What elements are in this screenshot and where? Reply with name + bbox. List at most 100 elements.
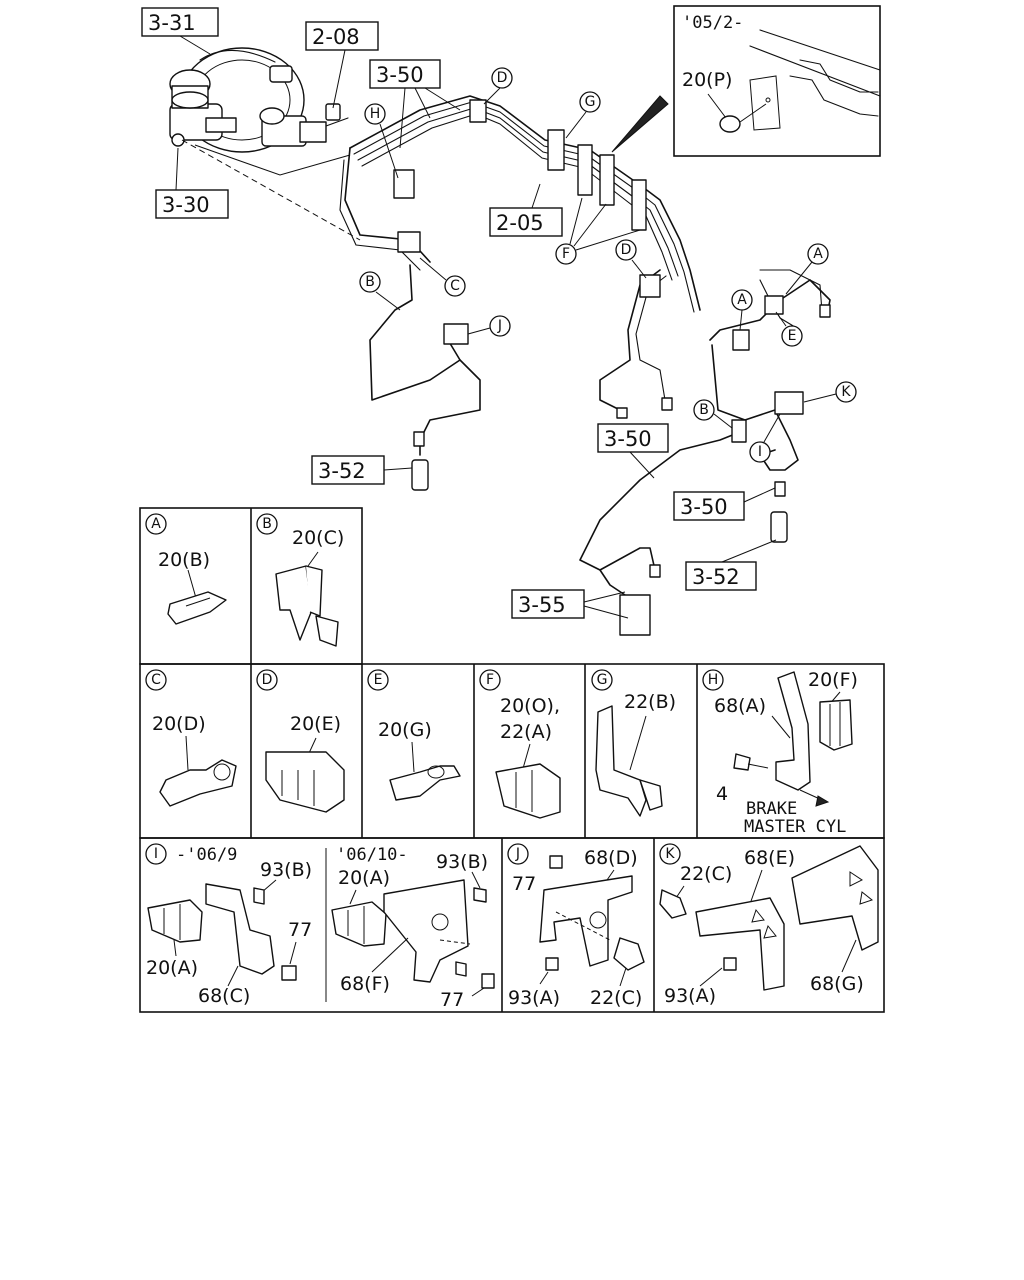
callout-b-right: B — [693, 399, 733, 429]
ref-box-2-05: 2-05 — [489, 183, 563, 237]
callout-d-top: D — [483, 67, 513, 105]
svg-text:77: 77 — [512, 873, 536, 895]
callout-e: E — [775, 311, 803, 347]
svg-text:B: B — [699, 402, 709, 418]
svg-text:D: D — [262, 672, 273, 688]
svg-text:K: K — [665, 846, 675, 862]
svg-text:3-50: 3-50 — [376, 63, 424, 87]
inset-2005-detail: '05/2- 20(P) — [611, 5, 881, 157]
svg-text:F: F — [486, 672, 494, 688]
ref-box-3-31: 3-31 — [141, 7, 219, 55]
svg-text:68(F): 68(F) — [340, 973, 390, 995]
callout-g: G — [565, 91, 601, 139]
svg-text:2-08: 2-08 — [312, 25, 360, 49]
svg-text:'06/10-: '06/10- — [336, 845, 408, 865]
svg-text:C: C — [450, 278, 460, 294]
detail-f: F 20(O), 22(A) — [479, 669, 561, 819]
svg-text:K: K — [841, 384, 851, 400]
svg-text:MASTER CYL: MASTER CYL — [744, 817, 846, 837]
svg-text:3-30: 3-30 — [162, 193, 210, 217]
ref-box-3-50-right: 3-50 — [673, 487, 776, 521]
svg-text:3-50: 3-50 — [604, 427, 652, 451]
svg-text:20(G): 20(G) — [378, 719, 432, 741]
callout-h: H — [364, 103, 399, 179]
detail-k: K 22(C) 68(E) 93(A) 68(G) — [659, 843, 879, 1007]
svg-text:93(B): 93(B) — [436, 851, 488, 873]
svg-text:A: A — [151, 516, 161, 532]
svg-text:BRAKE: BRAKE — [746, 799, 797, 819]
svg-text:20(B): 20(B) — [158, 549, 210, 571]
svg-text:93(B): 93(B) — [260, 859, 312, 881]
svg-text:68(C): 68(C) — [198, 985, 250, 1007]
valve-assembly — [259, 103, 349, 147]
svg-text:E: E — [788, 328, 797, 344]
ref-box-3-30: 3-30 — [155, 147, 229, 219]
svg-text:4: 4 — [716, 783, 728, 805]
ref-box-3-50-top: 3-50 — [369, 59, 461, 149]
ref-box-3-55: 3-55 — [511, 589, 629, 619]
svg-text:68(E): 68(E) — [744, 847, 795, 869]
callout-a-mid: A — [731, 289, 753, 331]
callout-a-top: A — [785, 243, 829, 295]
svg-text:20(A): 20(A) — [146, 957, 198, 979]
ref-box-3-52-right: 3-52 — [685, 539, 777, 591]
detail-h: H 68(A) 20(F) 4 BRAKE MASTER CYL — [702, 669, 858, 837]
main-assembly-drawing: 3-31 2-08 3-50 3-30 2-05 3-52 — [141, 5, 881, 636]
svg-text:3-52: 3-52 — [692, 565, 740, 589]
svg-text:22(B): 22(B) — [624, 691, 676, 713]
detail-j: J 77 68(D) 93(A) 22(C) — [507, 843, 645, 1009]
svg-text:20(C): 20(C) — [292, 527, 344, 549]
svg-text:3-50: 3-50 — [680, 495, 728, 519]
svg-text:'05/2-: '05/2- — [682, 13, 743, 33]
detail-d: D 20(E) — [256, 669, 345, 813]
svg-text:2-05: 2-05 — [496, 211, 544, 235]
svg-text:D: D — [621, 242, 632, 258]
svg-text:22(A): 22(A) — [500, 721, 552, 743]
svg-text:C: C — [151, 672, 161, 688]
svg-text:20(E): 20(E) — [290, 713, 341, 735]
svg-text:3-52: 3-52 — [318, 459, 366, 483]
svg-text:20(A): 20(A) — [338, 867, 390, 889]
svg-text:G: G — [585, 94, 596, 110]
svg-text:22(C): 22(C) — [680, 863, 732, 885]
callout-c: C — [419, 257, 466, 297]
detail-i: I -'06/9 93(B) 77 20(A) 68(C) '06/10- 20… — [145, 843, 495, 1011]
svg-text:H: H — [370, 106, 381, 122]
svg-text:J: J — [515, 846, 520, 862]
svg-text:G: G — [597, 672, 608, 688]
svg-text:93(A): 93(A) — [508, 987, 560, 1009]
callout-f: F — [555, 197, 641, 265]
callout-b-left: B — [359, 271, 401, 311]
callout-d-mid: D — [615, 239, 647, 279]
svg-text:E: E — [374, 672, 383, 688]
detail-a: A 20(B) — [145, 513, 227, 625]
pipe-clips — [393, 99, 804, 636]
svg-text:20(D): 20(D) — [152, 713, 206, 735]
svg-text:F: F — [562, 246, 570, 262]
svg-text:20(O),: 20(O), — [500, 695, 560, 717]
svg-text:68(A): 68(A) — [714, 695, 766, 717]
svg-text:D: D — [497, 70, 508, 86]
svg-text:3-31: 3-31 — [148, 11, 196, 35]
svg-text:77: 77 — [288, 919, 312, 941]
svg-text:68(D): 68(D) — [584, 847, 638, 869]
svg-text:20(F): 20(F) — [808, 669, 858, 691]
svg-text:I: I — [758, 444, 762, 460]
detail-e: E 20(G) — [367, 669, 461, 801]
detail-grid: A 20(B) B 20(C) C 20(D) D 20(E) — [139, 507, 885, 1013]
ref-box-3-52-left: 3-52 — [311, 455, 413, 485]
master-cylinder — [169, 69, 237, 147]
svg-text:B: B — [262, 516, 272, 532]
detail-g: G 22(B) — [591, 669, 676, 817]
svg-text:H: H — [708, 672, 719, 688]
callout-j: J — [467, 315, 511, 337]
svg-text:3-55: 3-55 — [518, 593, 566, 617]
svg-text:68(G): 68(G) — [810, 973, 864, 995]
svg-text:77: 77 — [440, 989, 464, 1011]
callout-k: K — [803, 381, 857, 403]
svg-text:A: A — [813, 246, 823, 262]
svg-text:93(A): 93(A) — [664, 985, 716, 1007]
brake-hoses — [411, 304, 831, 578]
detail-c: C 20(D) — [145, 669, 237, 807]
